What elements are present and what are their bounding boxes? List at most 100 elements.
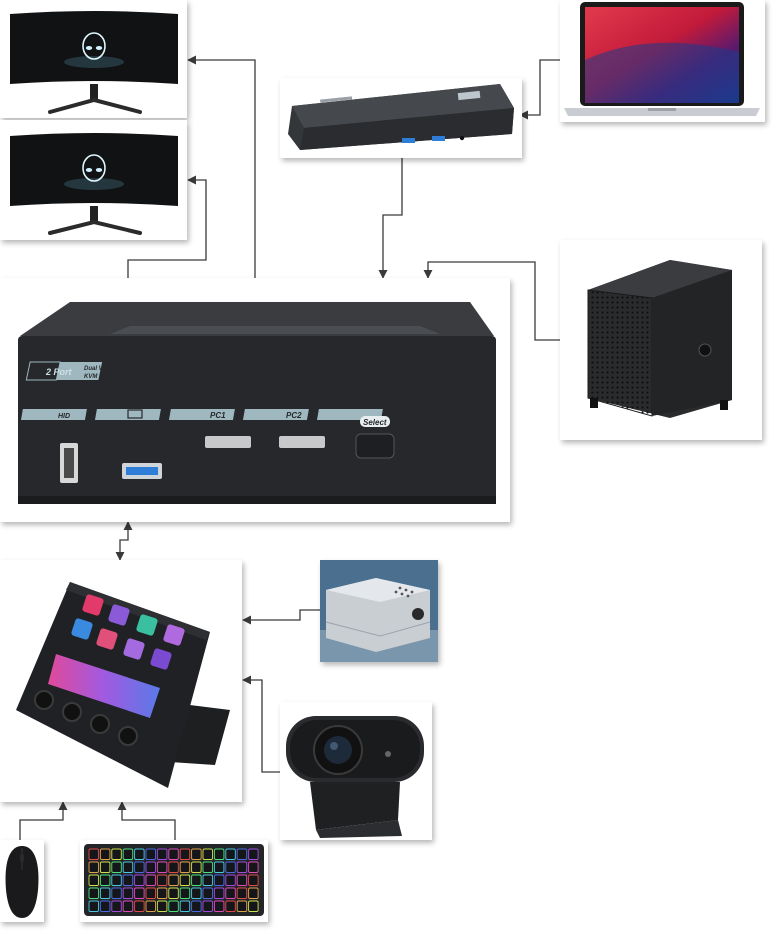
keyboard-key — [225, 874, 236, 886]
keyboard-key — [236, 900, 248, 912]
keyboard-key — [99, 900, 111, 912]
knob-icon[interactable] — [34, 690, 138, 746]
pc2-led — [279, 436, 325, 448]
brand-badge-line1: Dual Video — [84, 366, 115, 372]
keyboard-key — [202, 887, 213, 899]
wire-kvm-to-monitor-top — [187, 55, 256, 278]
keyboard-key — [179, 887, 191, 899]
kvm-switch: 2 Port Dual Video KVM Switch HID PC1 PC2… — [18, 302, 496, 504]
keyboard-key — [99, 887, 111, 899]
keyboard-key — [168, 861, 179, 873]
keyboard-key — [111, 887, 122, 899]
keyboard-key — [145, 887, 156, 899]
keyboard-card — [80, 840, 268, 922]
keyboard-key — [99, 874, 111, 886]
keyboard-key — [202, 848, 213, 860]
monitor-bottom — [10, 133, 178, 235]
keyboard-key — [156, 874, 168, 886]
keyboard-key — [168, 887, 179, 899]
label-strip: HID PC1 PC2 — [20, 409, 383, 420]
wire-kvm-to-streamdeck — [115, 521, 133, 561]
keyboard-key — [248, 887, 259, 899]
webcam-card — [280, 702, 432, 840]
keyboard-key — [99, 861, 111, 873]
wire-dac-to-streamdeck — [242, 609, 320, 625]
keyboard-key — [122, 887, 134, 899]
strip-label-pc1: PC1 — [210, 411, 226, 420]
wire-keyboard-to-streamdeck — [117, 801, 176, 840]
lcd-keys[interactable] — [71, 594, 186, 671]
keyboard-key — [122, 874, 134, 886]
keyboard-key — [191, 848, 202, 860]
select-button[interactable]: Select — [355, 416, 395, 459]
brand-badge-left: 2 Port — [45, 367, 73, 377]
laptop-card — [560, 0, 765, 122]
keyboard-key — [111, 900, 122, 912]
keyboard-key — [88, 861, 99, 873]
keyboard-key — [225, 848, 236, 860]
monitor-bottom-card — [0, 120, 187, 240]
keyboard-key — [225, 900, 236, 912]
stream-deck-card — [0, 560, 242, 802]
laptop — [564, 2, 760, 116]
keyboard-key — [134, 861, 145, 873]
keyboard-key — [179, 900, 191, 912]
keyboard-key — [213, 900, 225, 912]
keyboard-key — [202, 861, 213, 873]
keyboard-key — [122, 861, 134, 873]
keyboard-key — [225, 887, 236, 899]
keyboard-key — [156, 848, 168, 860]
kvm-switch-card: 2 Port Dual Video KVM Switch HID PC1 PC2… — [0, 278, 510, 522]
keyboard-key — [88, 874, 99, 886]
brand-badge-line2: KVM Switch — [84, 374, 119, 380]
keyboard-key — [145, 848, 156, 860]
keyboard-key — [179, 861, 191, 873]
keyboard-key — [168, 900, 179, 912]
keyboard-key — [145, 900, 156, 912]
mouse — [5, 846, 39, 918]
audio-amp-card — [320, 560, 438, 662]
audio-amp — [320, 560, 438, 662]
keyboard-key — [134, 848, 145, 860]
keyboard-key — [236, 874, 248, 886]
keyboard-key — [213, 848, 225, 860]
keyboard-key — [145, 874, 156, 886]
keyboard-key — [168, 874, 179, 886]
keyboard-key — [213, 861, 225, 873]
keyboard-key — [134, 887, 145, 899]
keyboard-key — [156, 861, 168, 873]
keyboard-key — [145, 861, 156, 873]
strip-label-pc2: PC2 — [286, 411, 302, 420]
keyboard-key — [202, 874, 213, 886]
keyboard-key — [122, 848, 134, 860]
monitor-top-card — [0, 0, 187, 118]
keyboard-key — [111, 874, 122, 886]
touch-strip[interactable] — [48, 654, 160, 718]
keyboard-key — [236, 887, 248, 899]
stream-deck — [16, 582, 230, 788]
wire-pc-to-kvm — [423, 261, 560, 341]
usb-port-icon — [402, 136, 445, 143]
keyboard-key — [134, 900, 145, 912]
keyboard-key — [88, 900, 99, 912]
webcam — [286, 716, 424, 838]
keyboard-key — [122, 900, 134, 912]
wire-laptop-to-dock — [519, 59, 560, 120]
scroll-wheel-icon — [20, 854, 24, 862]
keyboard-key — [248, 861, 259, 873]
keyboard-key — [248, 848, 259, 860]
wire-kvm-to-monitor-bottom — [127, 175, 207, 278]
keyboard-key — [111, 861, 122, 873]
power-button-icon — [698, 343, 712, 357]
keyboard-key — [191, 874, 202, 886]
keyboard-key — [88, 848, 99, 860]
usb-port-icon — [127, 409, 143, 419]
keyboard-key — [248, 900, 259, 912]
mouse-card — [0, 840, 44, 922]
keyboard-key — [248, 874, 259, 886]
monitor-top — [10, 11, 178, 114]
brand-badge: 2 Port Dual Video KVM Switch — [25, 361, 119, 381]
keyboard-key — [168, 848, 179, 860]
keyboard-key — [156, 900, 168, 912]
